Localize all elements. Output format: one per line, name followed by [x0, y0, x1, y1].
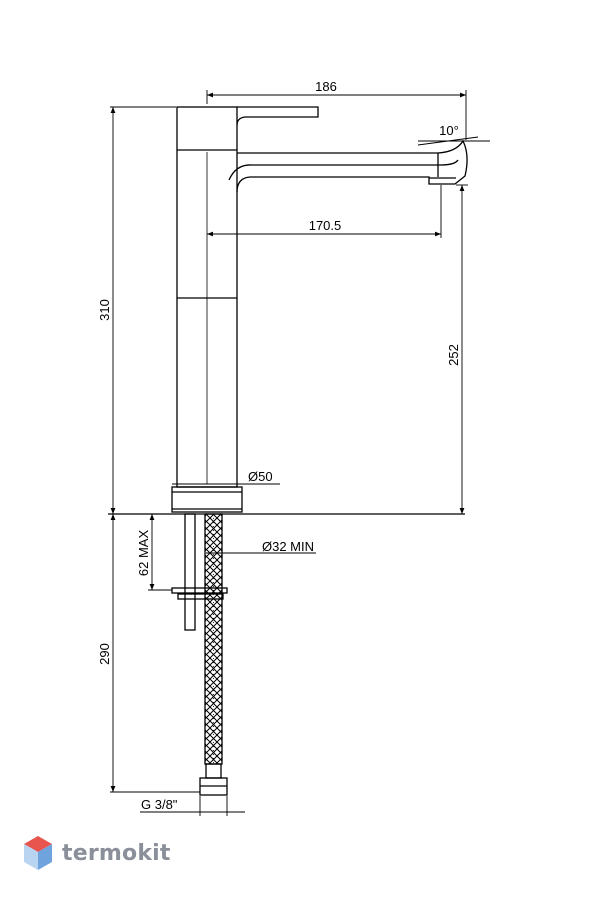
- base-flange: [171, 486, 243, 513]
- dim-total-width: 186: [315, 79, 337, 94]
- under-deck-assembly: [171, 513, 228, 796]
- dim-hose-length: 290: [97, 643, 112, 665]
- hose-ferrule: [205, 763, 222, 779]
- fixing-washer: [171, 587, 228, 594]
- threaded-rod: [184, 513, 196, 631]
- brand-name: termokit: [62, 840, 171, 866]
- dim-spout-angle: 10°: [439, 123, 459, 138]
- hexagon-logo-icon: [24, 836, 52, 870]
- fixing-nut: [177, 593, 224, 600]
- dim-base-diameter: Ø50: [248, 469, 273, 484]
- dim-total-height: 310: [97, 299, 112, 321]
- faucet-outline: [171, 106, 468, 513]
- dim-connection-thread: G 3/8": [141, 797, 178, 812]
- dim-hole-diameter: Ø32 MIN: [262, 539, 314, 554]
- spout: [236, 139, 468, 193]
- brand-logo: termokit: [22, 835, 171, 871]
- dim-deck-thickness: 62 MAX: [136, 530, 151, 577]
- dim-spout-reach: 170.5: [309, 218, 342, 233]
- dim-spout-height: 252: [446, 344, 461, 366]
- lever-handle: [236, 106, 319, 126]
- dimension-lines: [110, 90, 490, 816]
